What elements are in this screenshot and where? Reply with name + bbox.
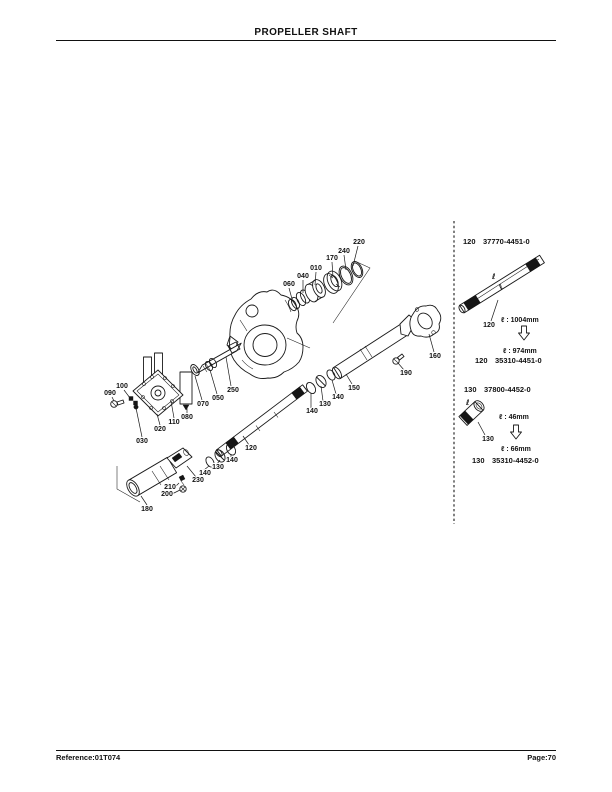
callout-label: 120 — [245, 445, 257, 452]
callout-label: 030 — [136, 438, 148, 445]
callout-label: 150 — [348, 385, 360, 392]
callout-label: 200 — [161, 491, 173, 498]
panel-shaft-drawing — [458, 254, 545, 314]
page-title: PROPELLER SHAFT — [254, 27, 358, 38]
footer-rule — [56, 750, 556, 751]
callout-label: 130 — [212, 464, 224, 471]
down-arrow-icon — [510, 424, 522, 440]
callout-leader-line — [288, 287, 293, 300]
callout-leader-line — [216, 459, 221, 465]
part-number: 37770-4451-0 — [483, 237, 530, 246]
callout-label: 010 — [310, 265, 322, 272]
callout-label: 070 — [197, 401, 209, 408]
length-dimension: ℓ : 1004mm — [501, 317, 539, 324]
callout-label: 170 — [326, 255, 338, 262]
callout-label: 160 — [429, 353, 441, 360]
callout-leader-line — [320, 385, 324, 402]
length-dimension: ℓ : 66mm — [501, 446, 531, 453]
callout-label: 060 — [283, 281, 295, 288]
callout-leader-line — [123, 389, 131, 399]
u-joint-upper-drawing — [305, 369, 336, 395]
callout-leader-line — [111, 396, 115, 402]
part-ref-number: 130 — [464, 385, 477, 394]
callout-leader-line — [135, 407, 143, 438]
callout-leader-line — [477, 421, 486, 436]
footer-page-number: Page:70 — [527, 753, 556, 762]
header-rule — [56, 40, 556, 41]
part-ref-number: 120 — [475, 356, 488, 365]
callout-leader-line — [209, 369, 218, 395]
length-symbol: ℓ — [491, 272, 496, 281]
callout-leader-line — [225, 356, 232, 387]
upper-tube-drawing — [332, 304, 442, 380]
part-number: 35310-4451-0 — [495, 356, 542, 365]
callout-label: 130 — [482, 436, 494, 443]
callout-label: 140 — [332, 394, 344, 401]
callout-label: 220 — [353, 239, 365, 246]
callout-label: 190 — [400, 370, 412, 377]
callout-label: 120 — [483, 322, 495, 329]
length-dimension: ℓ : 974mm — [503, 348, 537, 355]
callout-leader-line — [331, 379, 337, 395]
callout-label: 230 — [192, 477, 204, 484]
centre-shaft-drawing — [215, 384, 308, 457]
footer-reference: Reference:01T074 — [56, 753, 121, 762]
callout-label: 140 — [306, 408, 318, 415]
callout-leader-line — [203, 465, 210, 471]
part-ref-number: 130 — [472, 456, 485, 465]
callout-leader-line — [490, 299, 499, 322]
panel-text-layer: 120 130 120 37770-4451-0 120 35310-4451-0 130 3… — [463, 237, 542, 465]
callout-leader-line — [170, 400, 175, 419]
callout-label: 050 — [212, 395, 224, 402]
part-number: 37800-4452-0 — [484, 385, 531, 394]
callout-leader-line — [314, 271, 317, 286]
callout-label: 020 — [154, 426, 166, 433]
callout-label: 240 — [338, 248, 350, 255]
length-symbol: ℓ — [496, 282, 505, 292]
callout-leader-line — [194, 375, 203, 401]
mount-plate-drawing — [110, 352, 184, 417]
part-number: 35310-4452-0 — [492, 456, 539, 465]
callout-leader-line — [343, 254, 347, 271]
part-ref-number: 120 — [463, 237, 476, 246]
callout-label: 250 — [227, 387, 239, 394]
callout-leader-line — [242, 435, 250, 446]
callout-label: 100 — [116, 383, 128, 390]
callout-leader-line — [397, 362, 405, 371]
length-symbol: ℓ — [465, 398, 470, 407]
callout-label: 110 — [168, 419, 179, 426]
callout-label: 140 — [226, 457, 238, 464]
callout-label: 210 — [164, 484, 176, 491]
callout-leader-line — [345, 373, 353, 385]
callout-leader-line — [171, 489, 181, 495]
callout-leader-line — [428, 333, 435, 353]
callout-label: 040 — [297, 273, 309, 280]
u-joint-lower-drawing — [205, 443, 237, 468]
callout-leader-line — [140, 495, 148, 506]
callout-leader-line — [174, 482, 180, 488]
panel-sleeve-drawing — [458, 400, 485, 426]
bearing-ring-stack-drawing — [287, 261, 364, 312]
bracket-lines — [116, 261, 371, 503]
lower-tube-drawing — [126, 447, 193, 497]
callout-label: 130 — [319, 401, 331, 408]
callout-leader-line — [331, 261, 334, 278]
callout-label: 080 — [181, 414, 193, 421]
callout-leader-line — [156, 413, 161, 426]
length-dimension: ℓ : 46mm — [499, 414, 529, 421]
callout-label: 180 — [141, 506, 153, 513]
callout-label: 090 — [104, 390, 116, 397]
callout-labels: 2202401700100400601601901501401301401201… — [103, 238, 442, 514]
down-arrow-icon — [518, 325, 530, 341]
callout-leader-line — [352, 245, 359, 267]
callout-leader-line — [186, 465, 197, 478]
callout-label: 140 — [199, 470, 211, 477]
